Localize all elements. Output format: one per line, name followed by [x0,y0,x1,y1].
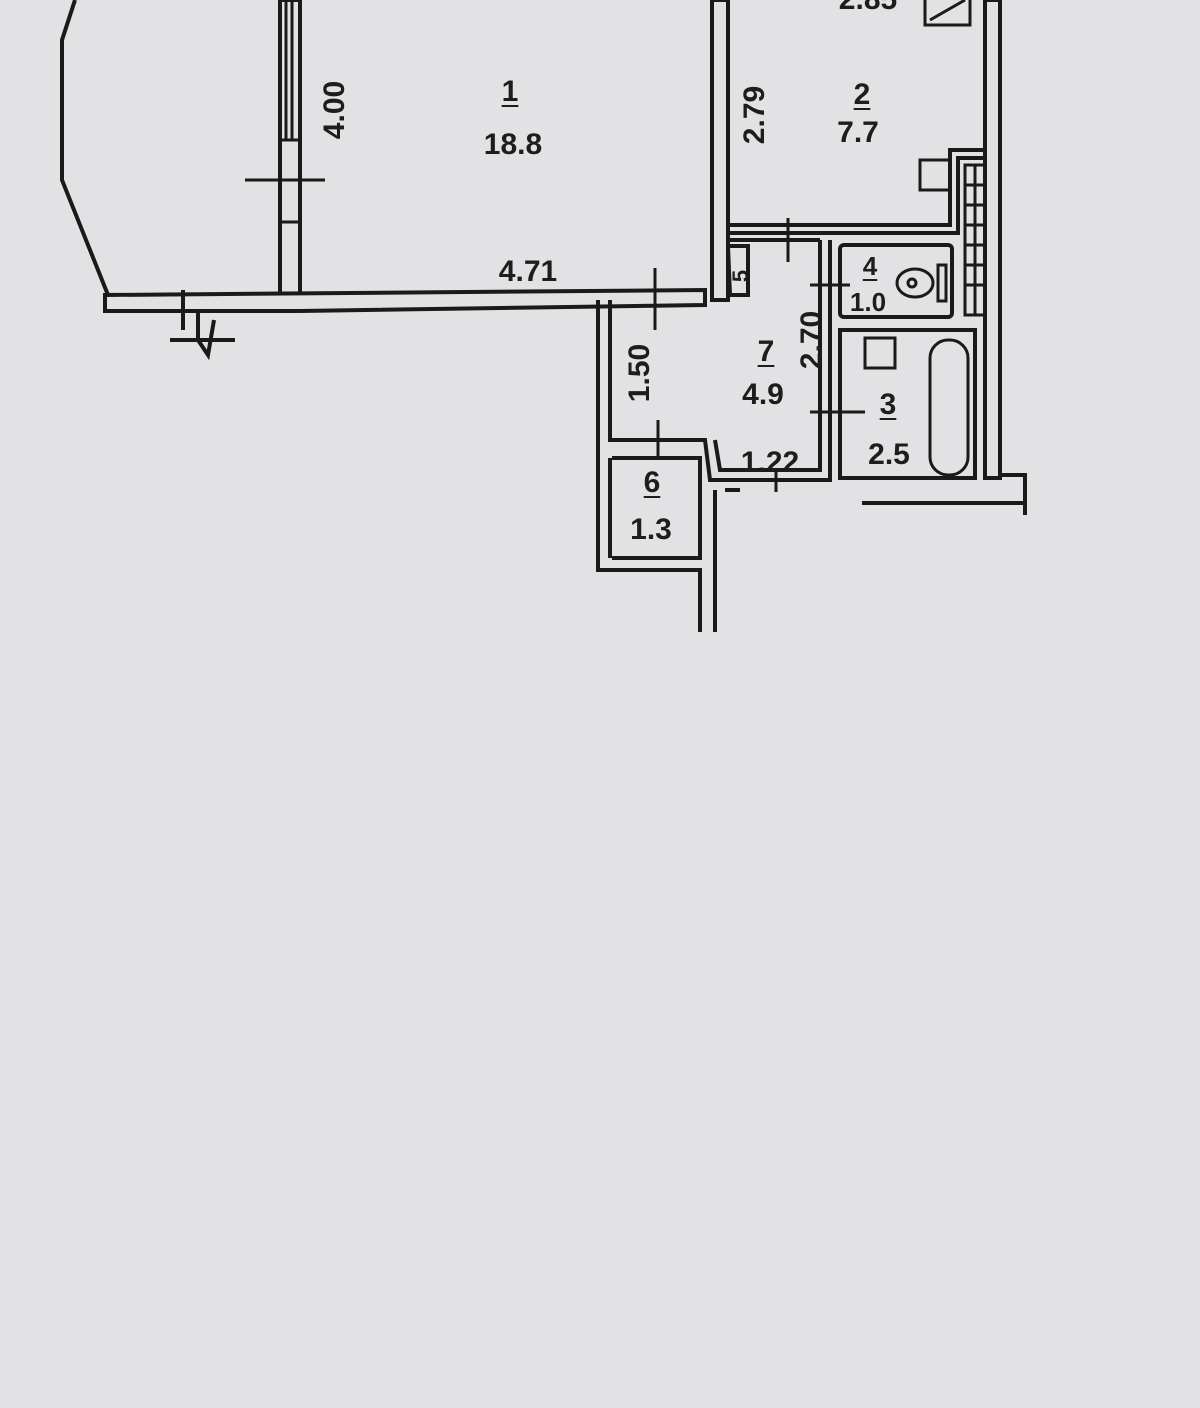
room-2-height-dim: 2.79 [738,85,771,145]
bathroom [838,328,977,480]
bathtub [928,338,970,477]
room-5-number: 5 [728,269,753,283]
room-4-number: 4 [862,251,878,281]
hallway-walls [596,240,832,632]
room1-bottom-wall [103,287,707,313]
room-2-area: 7.7 [837,116,879,149]
room-3-area: 2.5 [868,438,910,471]
right-exterior-wall [983,0,1002,480]
room-6-area: 1.3 [630,513,672,546]
room-3-number: 3 [879,388,897,421]
room-7-number: 7 [757,335,775,368]
room-1-number: 1 [501,75,519,108]
room2-left-wall [710,0,730,302]
top-dimension-label: 2.85 [839,0,897,15]
hall-side-dim: 1.50 [623,343,656,403]
hall-height-dim: 2.70 [795,310,828,370]
vent-shaft [963,163,987,317]
hall-bottom-dim: 1.22 [740,446,800,479]
room1-left-wall [278,0,302,302]
room-6-number: 6 [643,466,661,499]
room-1-area: 18.8 [483,128,543,161]
toilet-room [838,243,954,319]
room-7-area: 4.9 [742,378,784,411]
room2-bottom-wall [726,148,987,235]
room-1-width-dim: 4.71 [498,255,558,288]
room-4-area: 1.0 [849,287,887,317]
balcony-outline [60,0,110,296]
room-1-height-dim: 4.00 [318,80,351,140]
room-2-number: 2 [853,78,871,111]
